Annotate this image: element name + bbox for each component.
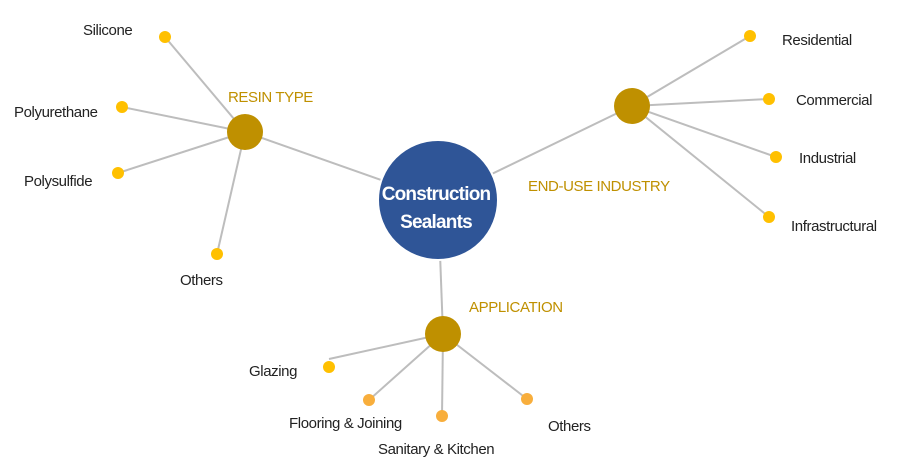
leaf-label: Industrial (799, 150, 856, 167)
leaf-dot (436, 410, 448, 422)
leaf-dot (116, 101, 128, 113)
hub-node (425, 316, 461, 352)
branch-title: APPLICATION (469, 299, 563, 316)
leaf-dot (159, 31, 171, 43)
hub-node (227, 114, 263, 150)
leaf-label: Flooring & Joining (289, 415, 402, 432)
leaf-dot (211, 248, 223, 260)
leaf-label: Others (548, 418, 591, 435)
branch-title: RESIN TYPE (228, 89, 313, 106)
leaf-dot (744, 30, 756, 42)
hub-node (614, 88, 650, 124)
branch-resin-type: RESIN TYPE Silicone Polyurethane Polysul… (14, 22, 314, 289)
leaf-label: Sanitary & Kitchen (378, 441, 494, 458)
connectors (117, 35, 777, 417)
leaf-label: Silicone (83, 22, 132, 39)
center-title-line1: Construction (382, 184, 491, 205)
leaf-dot (763, 211, 775, 223)
leaf-label: Infrastructural (791, 218, 877, 235)
branch-end-use-industry: END-USE INDUSTRY Residential Commercial … (528, 30, 877, 235)
leaf-dot (323, 361, 335, 373)
center-node: Construction Sealants (377, 139, 499, 261)
leaf-label: Commercial (796, 92, 872, 109)
leaf-dot (763, 93, 775, 105)
leaf-label: Others (180, 272, 223, 289)
leaf-dot (770, 151, 782, 163)
branch-application: APPLICATION Glazing Flooring & Joining S… (249, 299, 591, 458)
branch-title: END-USE INDUSTRY (528, 178, 670, 195)
leaf-dot (112, 167, 124, 179)
center-title-line2: Sealants (400, 212, 472, 233)
leaf-label: Glazing (249, 363, 297, 380)
leaf-dot (521, 393, 533, 405)
leaf-dot (363, 394, 375, 406)
leaf-label: Polysulfide (24, 173, 92, 190)
leaf-label: Residential (782, 32, 852, 49)
leaf-label: Polyurethane (14, 104, 98, 121)
